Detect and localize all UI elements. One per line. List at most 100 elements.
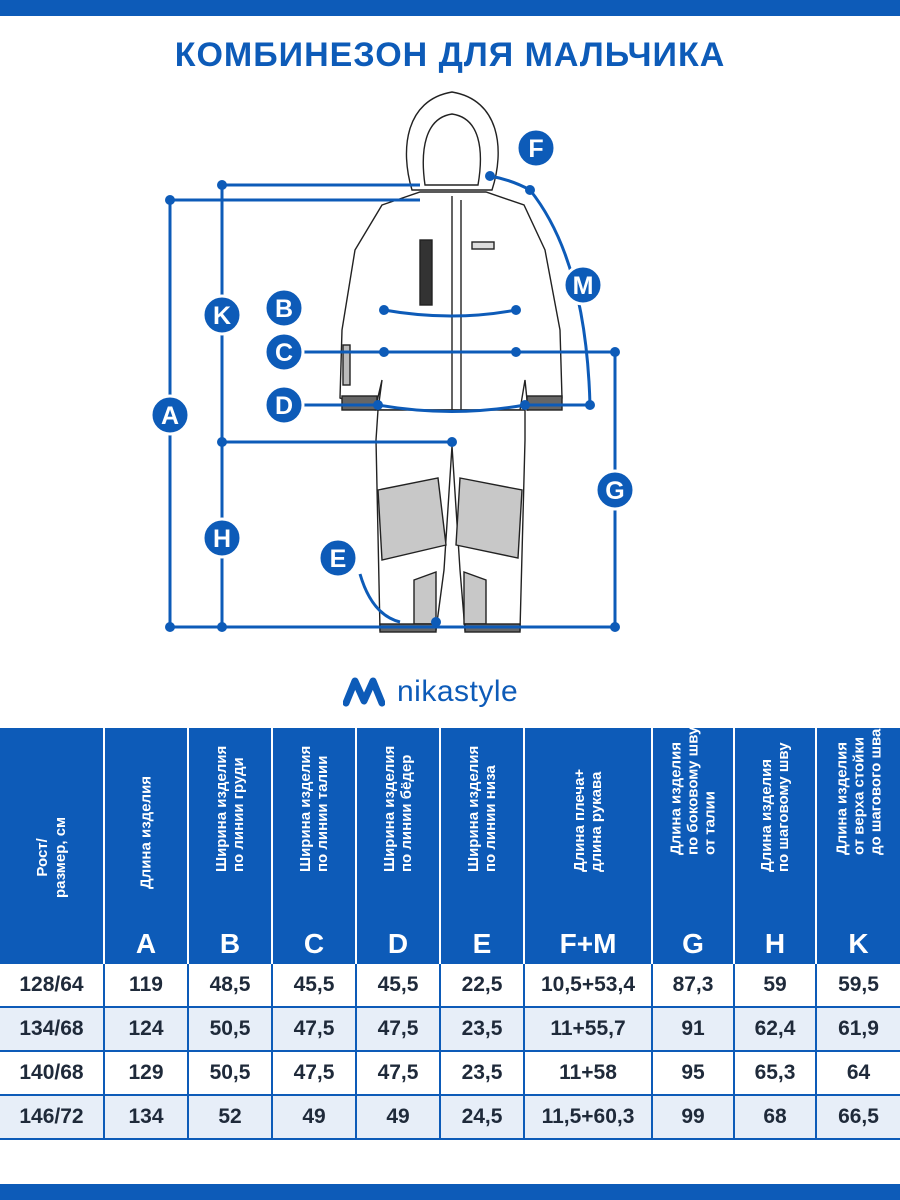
value-cell: 11+58 <box>524 1051 653 1096</box>
header-label-line: Длина изделия <box>667 741 685 855</box>
marker-d: D <box>263 384 305 426</box>
value-cell: 11+55,7 <box>524 1007 653 1052</box>
value-cell: 59,5 <box>816 964 900 1008</box>
header-letter: B <box>219 928 241 959</box>
header-letter: D <box>387 928 409 959</box>
header-label-line: длина рукава <box>588 771 605 872</box>
header-label-line: Длина изделия <box>137 775 155 889</box>
value-cell: 47,5 <box>356 1007 441 1052</box>
marker-k: K <box>201 294 243 336</box>
header-label-line: по шаговому шву <box>775 742 792 872</box>
value-cell: 23,5 <box>440 1051 525 1096</box>
marker-label: C <box>275 339 293 367</box>
header-label-line: Ширина изделия <box>465 745 482 872</box>
header-label-line: по линии бёдер <box>398 754 415 872</box>
value-cell: 68 <box>734 1095 817 1140</box>
value-cell: 11,5+60,3 <box>524 1095 653 1140</box>
value-cell: 134 <box>104 1095 189 1140</box>
marker-label: A <box>161 402 179 430</box>
value-cell: 87,3 <box>652 964 735 1008</box>
header-label-line: до шагового шва <box>867 728 884 855</box>
marker-label: D <box>275 392 293 420</box>
size-cell: 134/68 <box>0 1007 105 1052</box>
header-letter: G <box>682 928 704 959</box>
marker-h: H <box>201 517 243 559</box>
top-bar <box>0 0 900 16</box>
value-cell: 45,5 <box>272 964 357 1008</box>
value-cell: 124 <box>104 1007 189 1052</box>
marker-a: A <box>149 394 191 436</box>
header-size: Рост/размер, см <box>0 728 105 964</box>
header-letter: K <box>848 928 869 959</box>
value-cell: 23,5 <box>440 1007 525 1052</box>
value-cell: 47,5 <box>272 1051 357 1096</box>
value-cell: 49 <box>356 1095 441 1140</box>
value-cell: 45,5 <box>356 964 441 1008</box>
header-letter: E <box>472 928 492 959</box>
header-label-line: Длина изделия <box>758 758 775 872</box>
marker-label: G <box>605 477 624 505</box>
marker-label: M <box>573 272 594 300</box>
value-cell: 48,5 <box>188 964 273 1008</box>
header-label-line: Рост/ <box>33 838 51 877</box>
header-label-line: от талии <box>701 791 719 855</box>
value-cell: 66,5 <box>816 1095 900 1140</box>
value-cell: 64 <box>816 1051 900 1096</box>
header-label-line: Ширина изделия <box>297 745 314 872</box>
marker-label: E <box>330 545 347 573</box>
size-cell: 140/68 <box>0 1051 105 1096</box>
value-cell: 47,5 <box>356 1051 441 1096</box>
value-cell: 119 <box>104 964 189 1008</box>
header-letter: A <box>135 928 157 959</box>
brand-name: nikastyle <box>397 675 519 708</box>
header-letter: C <box>303 928 325 959</box>
value-cell: 129 <box>104 1051 189 1096</box>
value-cell: 52 <box>188 1095 273 1140</box>
value-cell: 22,5 <box>440 964 525 1008</box>
page-title: КОМБИНЕЗОН ДЛЯ МАЛЬЧИКА <box>174 36 726 74</box>
header-label-line: Длина изделия <box>833 741 850 855</box>
header-label-line: от верха стойки <box>850 736 867 855</box>
header-label-line: по линии низа <box>482 765 499 872</box>
header-label-line: по линии груди <box>230 757 247 872</box>
nikastyle-logo-icon <box>343 677 385 707</box>
value-cell: 24,5 <box>440 1095 525 1140</box>
bottom-bar <box>0 1184 900 1200</box>
marker-g: G <box>594 469 636 511</box>
header-label-line: Длина плеча+ <box>571 768 588 872</box>
value-cell: 50,5 <box>188 1007 273 1052</box>
marker-label: F <box>528 135 543 163</box>
marker-e: E <box>317 537 359 579</box>
header-label-line: Ширина изделия <box>381 745 398 872</box>
garment-diagram: A BCD E F G H K M <box>149 91 636 633</box>
value-cell: 91 <box>652 1007 735 1052</box>
header-label-line: по линии талии <box>314 755 331 872</box>
marker-b: B <box>263 287 305 329</box>
header-label-line: размер, см <box>51 816 69 898</box>
value-cell: 95 <box>652 1051 735 1096</box>
value-cell: 99 <box>652 1095 735 1140</box>
marker-label: K <box>213 302 231 330</box>
header-letter: F+M <box>559 928 617 959</box>
value-cell: 49 <box>272 1095 357 1140</box>
garment-drawing <box>339 91 563 633</box>
marker-m: M <box>562 264 604 306</box>
marker-label: H <box>213 525 231 553</box>
measurement-dots <box>165 171 620 632</box>
header-letter: H <box>764 928 786 959</box>
header-label-line: Ширина изделия <box>213 745 230 872</box>
marker-c: C <box>263 331 305 373</box>
